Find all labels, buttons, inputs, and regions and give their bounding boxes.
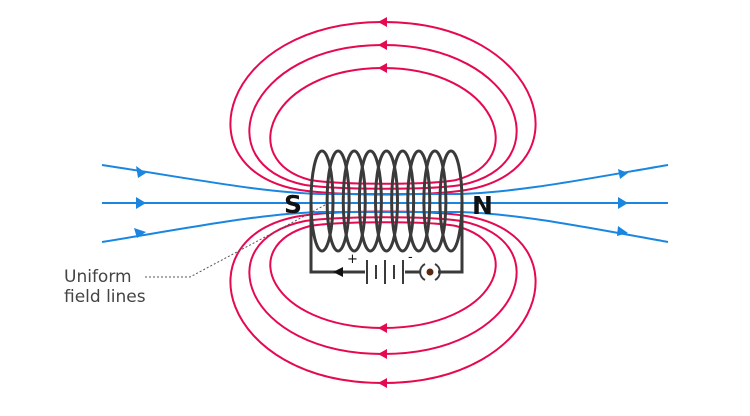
wire-left — [309, 200, 365, 274]
arrow-left-icon — [378, 40, 387, 50]
arrow-left-icon — [378, 323, 387, 333]
switch-key-icon[interactable] — [419, 263, 441, 281]
arrow-right-icon — [136, 197, 146, 209]
coil-turn — [406, 149, 432, 253]
field-loop-bottom-outer — [229, 210, 537, 385]
battery-positive-sign: + — [347, 252, 358, 267]
field-lines-top — [229, 20, 537, 196]
field-loop-top-outer — [229, 20, 537, 196]
solenoid-coil — [309, 149, 464, 253]
arrow-left-icon — [378, 17, 387, 27]
south-pole-label: S — [284, 190, 302, 219]
arrow-left-icon — [378, 378, 387, 388]
field-arrows-red — [378, 17, 387, 388]
arrow-right-icon — [617, 226, 628, 236]
north-pole-label: N — [472, 191, 493, 220]
field-arrows-blue — [134, 166, 628, 238]
battery-icon — [366, 260, 404, 284]
arrow-left-icon — [378, 63, 387, 73]
arrow-right-icon — [134, 228, 146, 238]
field-lines-bottom — [229, 210, 537, 385]
annotation-leader-line — [145, 204, 326, 278]
current-arrow-icon — [333, 267, 343, 277]
arrow-right-icon — [618, 197, 628, 209]
field-loop-bottom-inner — [269, 221, 497, 330]
field-loop-top-middle — [248, 43, 518, 190]
axial-line-top — [101, 164, 669, 195]
coil-turn — [422, 149, 448, 253]
coil-turn — [341, 149, 367, 253]
wire-right — [438, 200, 464, 274]
axial-field-lines — [101, 164, 669, 243]
circuit — [309, 200, 464, 284]
axial-line-bottom — [101, 211, 669, 243]
arrow-right-icon — [136, 166, 146, 178]
annotation-uniform: Uniform — [64, 267, 132, 287]
coil-turn — [357, 149, 383, 253]
arrow-left-icon — [378, 349, 387, 359]
field-loop-bottom-middle — [248, 216, 518, 356]
annotation-field-lines: field lines — [64, 287, 146, 307]
arrow-right-icon — [618, 169, 628, 179]
coil-turn — [390, 149, 416, 253]
coil-turn — [325, 149, 351, 253]
battery-negative-sign: - — [408, 250, 413, 265]
field-loop-top-inner — [269, 66, 497, 185]
coil-turn — [438, 149, 464, 253]
switch-contact-icon — [426, 268, 434, 276]
coil-turn — [374, 149, 399, 253]
